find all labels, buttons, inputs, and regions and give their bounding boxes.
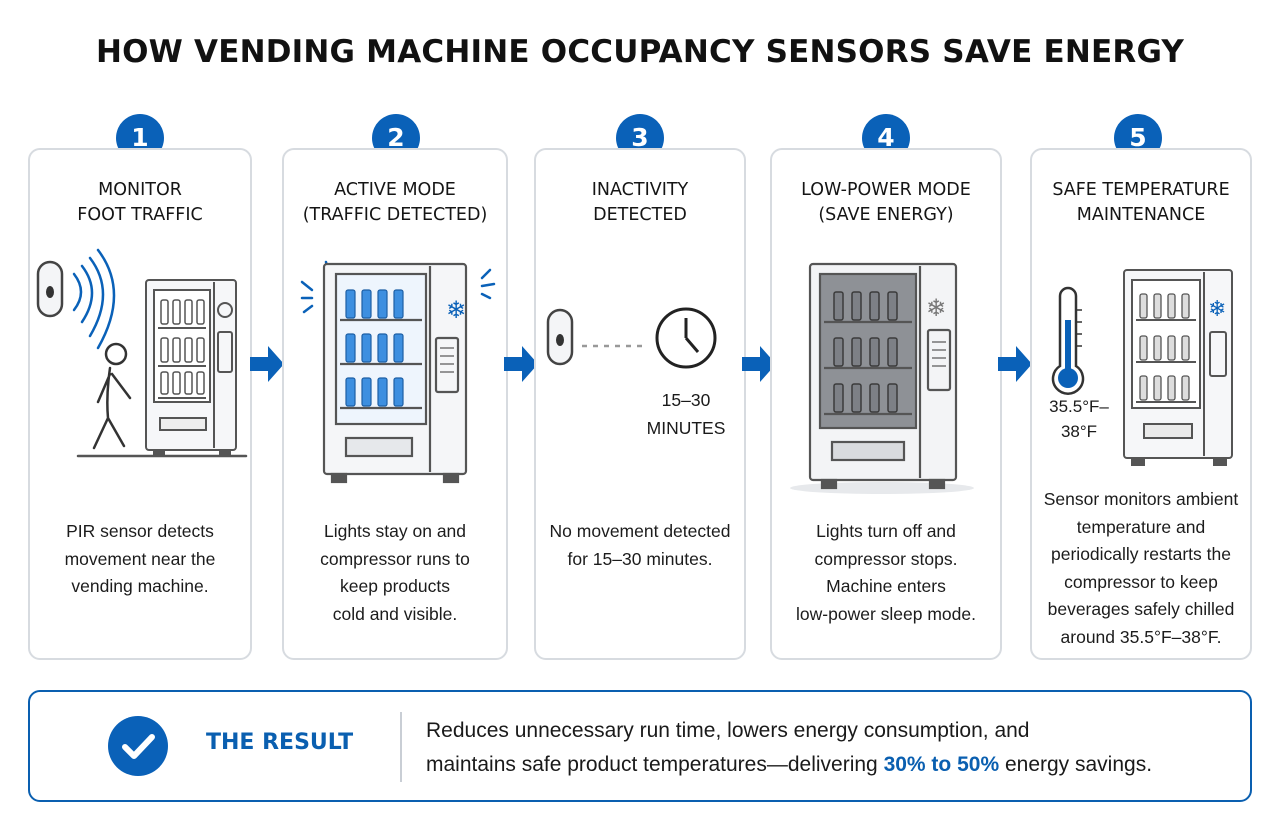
step-4-desc-line: low-power sleep mode. — [796, 603, 976, 624]
step-1-description: PIR sensor detects movement near the ven… — [30, 518, 250, 601]
result-line2: maintains safe product temperatures—deli… — [426, 748, 1226, 782]
step-3-desc-line: for 15–30 minutes. — [567, 548, 713, 569]
step-4-desc-line: compressor stops. — [814, 548, 958, 569]
lit-vending-machine-icon — [322, 262, 468, 484]
arrow-right-icon — [250, 346, 284, 382]
step-1-card: MONITOR FOOT TRAFFIC — [28, 148, 252, 660]
step-4-illustration: ❄ — [790, 262, 974, 494]
arrow-right-icon — [742, 346, 776, 382]
step-3-description: No movement detected for 15–30 minutes. — [536, 518, 744, 573]
step-2-desc-line: compressor runs to — [320, 548, 470, 569]
motion-waves-icon — [72, 248, 116, 350]
step-2-heading-line1: ACTIVE MODE — [334, 180, 456, 200]
clock-icon — [655, 307, 717, 369]
motion-sensor-icon — [36, 260, 64, 318]
step-1-heading: MONITOR FOOT TRAFFIC — [30, 178, 250, 228]
step-4-description: Lights turn off and compressor stops. Ma… — [772, 518, 1000, 628]
step-5-description: Sensor monitors ambient temperature and … — [1032, 486, 1250, 651]
step-3-heading: INACTIVITY DETECTED — [536, 178, 744, 228]
result-line2-start: maintains safe product temperatures—deli… — [426, 753, 884, 776]
step-3-card: INACTIVITY DETECTED 15–30 MINUTES No mov… — [534, 148, 746, 660]
step-5-heading-line2: MAINTENANCE — [1076, 205, 1206, 225]
snowflake-icon: ❄ — [1208, 297, 1226, 322]
arrow-right-icon — [504, 346, 538, 382]
step-1-desc-line: PIR sensor detects — [66, 521, 214, 541]
snowflake-icon: ❄ — [446, 296, 466, 324]
step-5-card: SAFE TEMPERATURE MAINTENANCE ❄ 35.5°F– — [1030, 148, 1252, 660]
step-2-desc-line: keep products — [340, 576, 450, 596]
step-5-desc-line: Sensor monitors ambient — [1043, 489, 1239, 509]
step-1-desc-line: movement near the — [64, 548, 216, 569]
step-4-desc-line: Machine enters — [826, 576, 946, 596]
machine-shadow — [790, 482, 974, 494]
step-3-heading-line2: DETECTED — [593, 205, 687, 225]
temp-line1: 35.5°F– — [1049, 397, 1109, 416]
vending-machine-icon — [1123, 269, 1233, 466]
result-label: THE RESULT — [206, 730, 354, 755]
step-5-desc-line: compressor to keep — [1064, 571, 1218, 592]
step-2-heading: ACTIVE MODE (TRAFFIC DETECTED) — [284, 178, 506, 228]
step-4-heading-line2: (SAVE ENERGY) — [818, 205, 954, 225]
step-4-desc-line: Lights turn off and — [816, 521, 956, 541]
step-2-desc-line: cold and visible. — [332, 603, 458, 624]
savings-highlight: 30% to 50% — [883, 753, 1000, 776]
step-3-desc-line: No movement detected — [549, 521, 731, 541]
checkmark-icon — [108, 716, 168, 776]
step-3-time-label: 15–30 MINUTES — [638, 386, 734, 442]
step-3-illustration — [546, 307, 717, 369]
dark-vending-machine-icon — [808, 262, 958, 490]
step-5-desc-line: around 35.5°F–38°F. — [1060, 626, 1222, 647]
step-5-desc-line: beverages safely chilled — [1047, 599, 1235, 619]
result-text: Reduces unnecessary run time, lowers ene… — [426, 714, 1226, 782]
temp-line2: 38°F — [1060, 422, 1098, 441]
time-label-line1: 15–30 — [661, 390, 711, 410]
step-5-temperature-label: 35.5°F– 38°F — [1034, 394, 1124, 444]
step-5-desc-line: temperature and — [1076, 516, 1206, 537]
step-1-heading-line2: FOOT TRAFFIC — [77, 205, 203, 225]
step-5-heading: SAFE TEMPERATURE MAINTENANCE — [1032, 178, 1250, 228]
step-2-desc-line: Lights stay on and — [323, 521, 467, 541]
result-line2-end: energy savings. — [999, 753, 1153, 776]
snowflake-icon: ❄ — [926, 294, 946, 322]
step-4-heading: LOW-POWER MODE (SAVE ENERGY) — [772, 178, 1000, 228]
step-1-heading-line1: MONITOR — [98, 180, 182, 200]
step-5-illustration: ❄ — [1051, 269, 1233, 466]
result-banner: THE RESULT Reduces unnecessary run time,… — [28, 690, 1252, 802]
step-5-heading-line1: SAFE TEMPERATURE — [1052, 180, 1230, 200]
page-title: HOW VENDING MACHINE OCCUPANCY SENSORS SA… — [95, 34, 1185, 70]
thermometer-icon — [1051, 286, 1085, 395]
step-2-card: ACTIVE MODE (TRAFFIC DETECTED) ❄ Light — [282, 148, 508, 660]
result-line1: Reduces unnecessary run time, lowers ene… — [426, 719, 1030, 742]
step-1-illustration — [36, 248, 248, 458]
step-1-desc-line: vending machine. — [71, 576, 209, 596]
step-2-heading-line2: (TRAFFIC DETECTED) — [302, 205, 488, 225]
arrow-right-icon — [998, 346, 1032, 382]
step-4-card: LOW-POWER MODE (SAVE ENERGY) ❄ Lights tu… — [770, 148, 1002, 660]
vending-machine-icon — [145, 279, 237, 457]
step-2-description: Lights stay on and compressor runs to ke… — [284, 518, 506, 628]
step-2-illustration: ❄ — [300, 260, 496, 484]
step-4-heading-line1: LOW-POWER MODE — [801, 180, 971, 200]
step-3-heading-line1: INACTIVITY — [591, 180, 689, 200]
motion-sensor-icon — [546, 308, 574, 366]
time-label-line2: MINUTES — [646, 418, 726, 438]
step-5-desc-line: periodically restarts the — [1051, 544, 1231, 564]
result-divider — [400, 712, 402, 782]
